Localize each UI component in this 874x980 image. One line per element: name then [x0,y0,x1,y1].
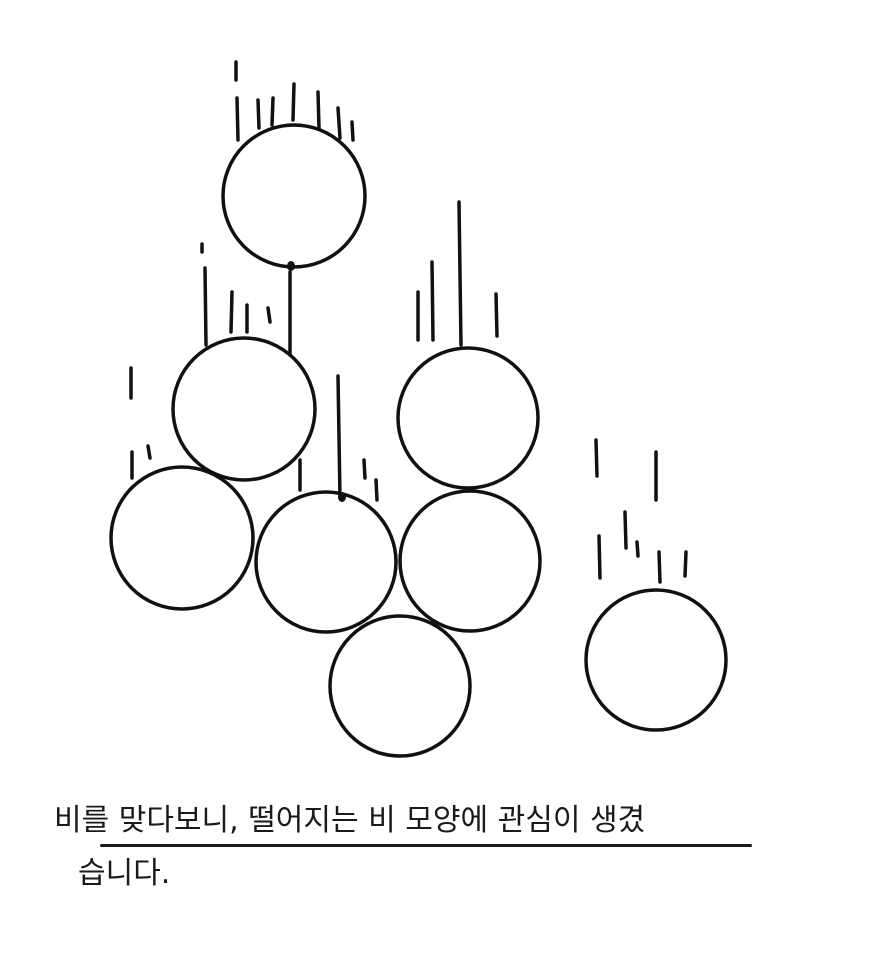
raindrop-isolated-right [584,588,728,732]
rain-streaks-right-middle [416,200,499,347]
raindrop-bottom-center [254,490,398,634]
raindrop-middle-left [171,336,317,482]
raindrop-lowest [328,614,472,758]
rain-streaks-left-bottom [129,366,379,502]
handwritten-caption: 비를 맞다보니, 떨어지는 비 모양에 관심이 생겼 습니다. [50,795,810,900]
rain-streaks-left-middle [200,242,292,357]
raindrop-middle-right [396,346,540,490]
raindrop-bottom-right [398,489,542,633]
rain-streaks-top [234,60,355,142]
raindrop-top [221,123,367,269]
ink-blots [287,261,346,502]
raindrop-bottom-left [109,465,255,611]
caption-line-2: 습니다. [78,855,171,891]
rain-streaks-right [594,438,688,584]
caption-line-1: 비를 맞다보니, 떨어지는 비 모양에 관심이 생겼 [54,803,646,838]
caption-underline [100,844,752,847]
